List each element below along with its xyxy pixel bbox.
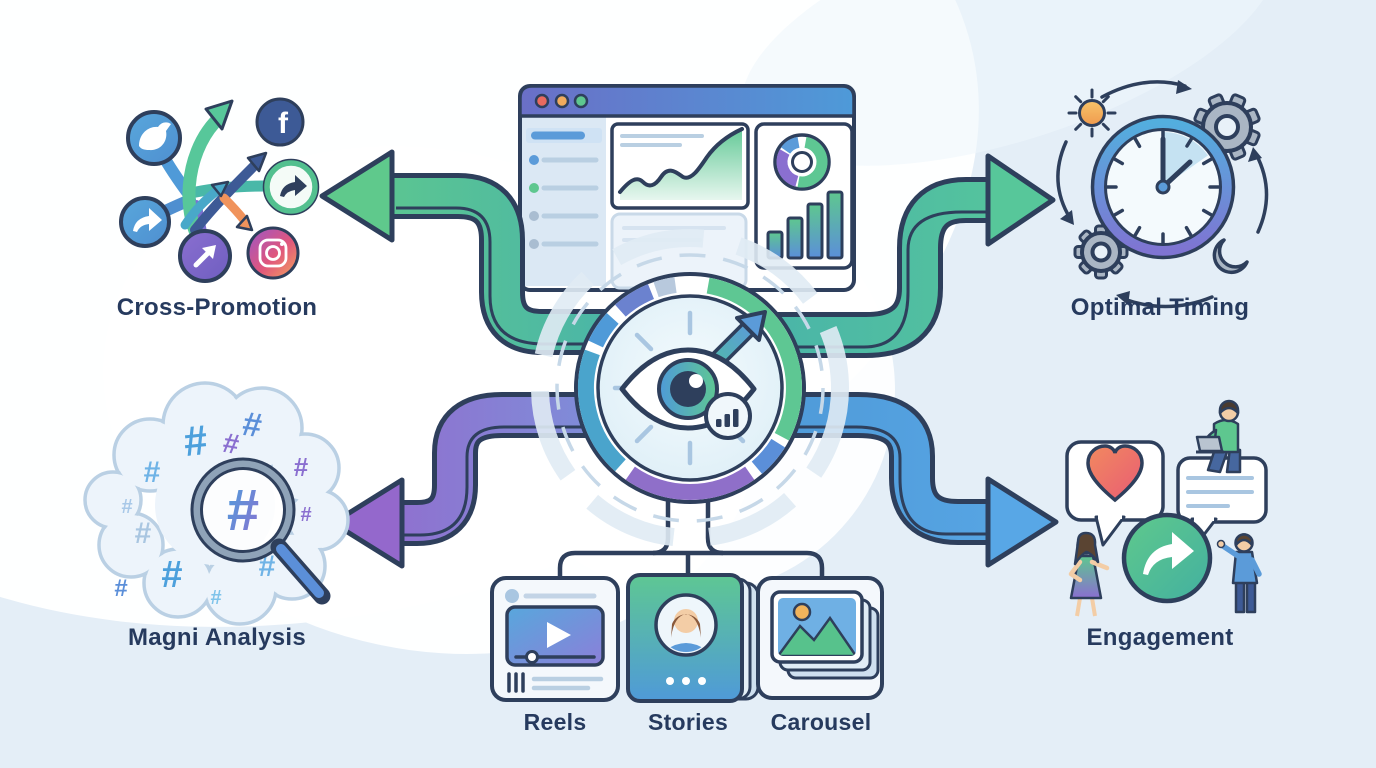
branch-arrowhead-navy bbox=[246, 151, 268, 173]
branch-arrowhead-orange bbox=[235, 214, 254, 232]
person-with-laptop-icon bbox=[1195, 399, 1242, 474]
bar-chart-icon bbox=[766, 190, 844, 260]
label-cross-promotion: Cross-Promotion bbox=[116, 294, 318, 321]
dashboard-window bbox=[518, 84, 856, 292]
reels-card bbox=[490, 576, 620, 702]
svg-text:#: # bbox=[221, 427, 242, 460]
share-circle-icon bbox=[1121, 512, 1213, 604]
caption-bars bbox=[507, 672, 525, 693]
traffic-dots-icon bbox=[534, 93, 589, 109]
svg-text:#: # bbox=[161, 554, 182, 596]
svg-text:#: # bbox=[181, 416, 209, 465]
stories-card bbox=[626, 573, 760, 703]
analytics-eye-hub bbox=[531, 229, 849, 547]
svg-text:#: # bbox=[210, 587, 221, 609]
arrow-to-optimal-timing bbox=[720, 153, 1056, 358]
magnified-hashtag: # bbox=[227, 478, 259, 543]
share-blue-icon bbox=[119, 196, 171, 248]
clock-ticks bbox=[1104, 128, 1222, 246]
video-player-icon bbox=[505, 605, 605, 667]
carousel-card bbox=[756, 576, 884, 700]
dashboard-right-card bbox=[754, 122, 854, 270]
avatar-woman bbox=[666, 609, 706, 652]
man-icon bbox=[1216, 533, 1262, 614]
label-magni-analysis: Magni Analysis bbox=[127, 624, 307, 651]
facebook-icon: f bbox=[255, 97, 305, 147]
svg-text:#: # bbox=[294, 452, 309, 482]
label-stories: Stories bbox=[647, 709, 729, 735]
browser-titlebar bbox=[518, 84, 856, 118]
branch-arrowhead-teal bbox=[210, 180, 230, 198]
heart-bubble-icon bbox=[1065, 440, 1165, 547]
arrowhead-left-top bbox=[319, 149, 395, 243]
svg-text:f: f bbox=[278, 107, 289, 140]
segmented-ring bbox=[578, 277, 802, 500]
photo-icon bbox=[778, 598, 856, 656]
instagram-icon bbox=[246, 226, 300, 280]
dashboard-sidebar bbox=[522, 116, 606, 286]
arrow-purple-icon bbox=[178, 229, 232, 283]
svg-text:#: # bbox=[135, 517, 152, 550]
optimal-timing-cluster bbox=[1056, 80, 1269, 309]
moon-icon bbox=[1212, 238, 1249, 275]
cycle-arrows-icon bbox=[1056, 80, 1269, 309]
magnifier-icon: # bbox=[190, 457, 331, 605]
eye-rays bbox=[612, 310, 746, 466]
play-icon bbox=[547, 622, 571, 648]
arrow-to-magni-analysis bbox=[330, 392, 660, 569]
cross-promotion-cluster: f bbox=[119, 97, 320, 283]
label-engagement: Engagement bbox=[1086, 624, 1234, 651]
woman-icon bbox=[1068, 531, 1110, 617]
svg-text:#: # bbox=[300, 504, 311, 526]
mini-bar-chart-icon bbox=[704, 392, 752, 440]
story-dots bbox=[666, 677, 706, 685]
label-carousel: Carousel bbox=[770, 709, 872, 735]
sidebar-menu bbox=[526, 128, 602, 249]
arrowhead-left-bottom bbox=[330, 477, 405, 569]
clock-icon bbox=[1090, 114, 1236, 260]
cycle-arrowheads bbox=[1060, 80, 1262, 305]
donut-chart-icon bbox=[773, 133, 831, 191]
magni-analysis-cluster: # # # # # # # # # # # # # bbox=[83, 381, 350, 626]
gear-small-icon bbox=[1073, 224, 1129, 280]
heart-icon bbox=[1086, 444, 1144, 503]
area-chart-icon bbox=[610, 122, 750, 210]
arrowhead-right-bottom bbox=[985, 476, 1059, 568]
label-reels: Reels bbox=[523, 709, 587, 735]
svg-text:#: # bbox=[144, 456, 161, 489]
sun-icon bbox=[1067, 88, 1117, 138]
arrow-to-engagement bbox=[720, 392, 1059, 568]
label-optimal-timing: Optimal Timing bbox=[1070, 294, 1250, 321]
branch-arrowhead-green bbox=[204, 99, 234, 131]
arrow-to-cross-promotion bbox=[319, 149, 660, 355]
gear-icon bbox=[1193, 93, 1261, 161]
svg-text:#: # bbox=[114, 575, 127, 602]
engagement-cluster bbox=[1065, 399, 1268, 617]
arrowhead-right-top bbox=[985, 153, 1056, 247]
svg-text:#: # bbox=[121, 496, 132, 518]
twitter-icon bbox=[126, 110, 182, 166]
share-icon bbox=[262, 158, 320, 216]
